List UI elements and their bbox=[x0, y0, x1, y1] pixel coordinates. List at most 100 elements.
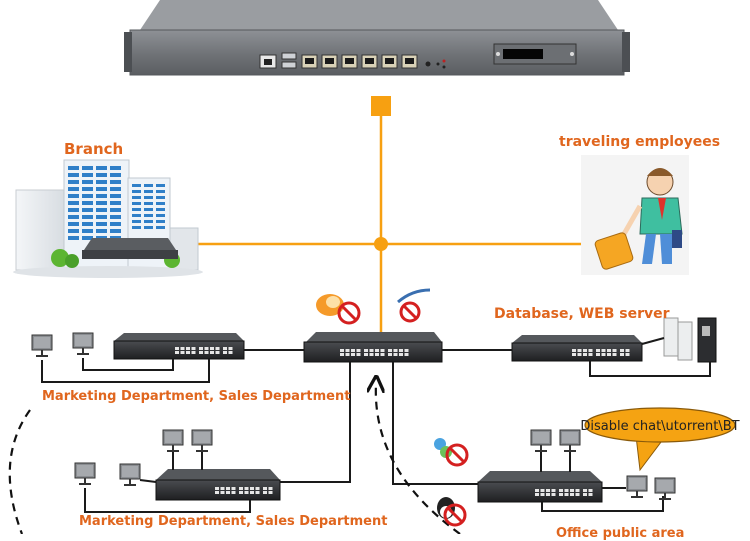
switch-port bbox=[215, 491, 219, 494]
switch-port bbox=[601, 349, 606, 352]
switch-port bbox=[255, 487, 260, 490]
policy-callout: Disable chat\utorrent\BT bbox=[580, 407, 740, 472]
switch-port bbox=[204, 347, 209, 350]
lan-port bbox=[381, 54, 398, 69]
switch-port bbox=[570, 493, 574, 496]
switch-port bbox=[540, 493, 545, 496]
drive-bay bbox=[493, 43, 577, 65]
switch-port bbox=[540, 489, 545, 492]
switch-port bbox=[612, 353, 617, 356]
switch-port bbox=[388, 349, 392, 352]
switch-port bbox=[620, 349, 624, 352]
switch-port bbox=[223, 347, 227, 350]
callout-text: Disable chat\utorrent\BT bbox=[580, 419, 739, 434]
switch-port bbox=[345, 349, 350, 352]
office-switch bbox=[477, 471, 603, 503]
monitor-icon bbox=[119, 463, 141, 486]
firewall-appliance bbox=[124, 0, 630, 76]
uplink-node bbox=[371, 96, 391, 116]
switch-port bbox=[588, 349, 593, 352]
switch-port bbox=[601, 353, 606, 356]
switch-port bbox=[223, 351, 227, 354]
switch-port bbox=[393, 349, 398, 352]
switch-port bbox=[607, 353, 611, 356]
switch-port bbox=[226, 491, 230, 494]
switch-port bbox=[625, 353, 630, 356]
core-switch bbox=[303, 332, 443, 363]
switch-port bbox=[364, 349, 368, 352]
switch-port bbox=[356, 349, 361, 352]
switch-port bbox=[231, 491, 236, 494]
switch-port bbox=[583, 489, 587, 492]
switch-port bbox=[551, 489, 556, 492]
lan-port bbox=[401, 54, 418, 69]
switch-port bbox=[255, 491, 260, 494]
switch-port bbox=[583, 493, 587, 496]
switch-port bbox=[215, 487, 219, 490]
switch-port bbox=[570, 489, 574, 492]
dept2-switch bbox=[155, 469, 281, 501]
switch-port bbox=[564, 489, 569, 492]
switch-port bbox=[577, 353, 582, 356]
switch-port bbox=[239, 491, 243, 494]
switch-port bbox=[559, 489, 563, 492]
switch-port bbox=[572, 349, 576, 352]
server-switch bbox=[511, 335, 643, 362]
switch-port bbox=[577, 349, 582, 352]
monitor-icon bbox=[72, 332, 94, 355]
switch-port bbox=[596, 349, 600, 352]
dept1-label: Marketing Department, Sales Department bbox=[42, 389, 351, 404]
switch-port bbox=[340, 353, 344, 356]
switch-port bbox=[588, 489, 593, 492]
switch-port bbox=[375, 353, 379, 356]
switch-port bbox=[588, 493, 593, 496]
lan-port bbox=[321, 54, 338, 69]
browser-blocked-icon bbox=[397, 288, 431, 323]
switch-port bbox=[268, 487, 273, 490]
monitor-icon bbox=[626, 475, 648, 498]
server-label: Database, WEB server bbox=[494, 306, 670, 322]
branch-label: Branch bbox=[64, 140, 124, 158]
switch-port bbox=[612, 349, 617, 352]
switch-port bbox=[380, 353, 385, 356]
switch-port bbox=[583, 353, 587, 356]
server-icons bbox=[663, 317, 717, 363]
switch-port bbox=[180, 351, 185, 354]
switch-port bbox=[210, 347, 214, 350]
switch-port bbox=[210, 351, 214, 354]
console-port bbox=[259, 54, 277, 69]
monitor-icon bbox=[530, 429, 552, 452]
wan-links bbox=[182, 96, 588, 332]
switch-port bbox=[175, 351, 179, 354]
switch-port bbox=[186, 347, 190, 350]
monitor-icon bbox=[654, 477, 676, 500]
workstation-monitors bbox=[31, 332, 676, 500]
switch-port bbox=[559, 493, 563, 496]
traveling-employees-label: traveling employees bbox=[559, 134, 721, 150]
lan-port bbox=[301, 54, 318, 69]
switch-port bbox=[340, 349, 344, 352]
switch-port bbox=[263, 487, 267, 490]
lan-ports bbox=[301, 54, 418, 69]
switch-port bbox=[215, 351, 220, 354]
switch-port bbox=[186, 351, 190, 354]
switch-port bbox=[535, 493, 539, 496]
monitor-icon bbox=[559, 429, 581, 452]
switch-port bbox=[588, 353, 593, 356]
switch-port bbox=[180, 347, 185, 350]
switch-port bbox=[356, 353, 361, 356]
dept1-switch bbox=[113, 333, 245, 360]
switch-port bbox=[583, 349, 587, 352]
switch-port bbox=[375, 349, 379, 352]
switch-port bbox=[351, 349, 355, 352]
switch-port bbox=[345, 353, 350, 356]
switch-port bbox=[250, 487, 254, 490]
lan-port bbox=[341, 54, 358, 69]
switch-port bbox=[546, 493, 550, 496]
switch-port bbox=[199, 351, 203, 354]
dashed-arrow-left bbox=[8, 409, 31, 535]
dept2-label: Marketing Department, Sales Department bbox=[79, 514, 388, 529]
switch-port bbox=[575, 493, 580, 496]
monitor-icon bbox=[191, 429, 213, 452]
chat-app-blocked-icon bbox=[316, 294, 361, 325]
